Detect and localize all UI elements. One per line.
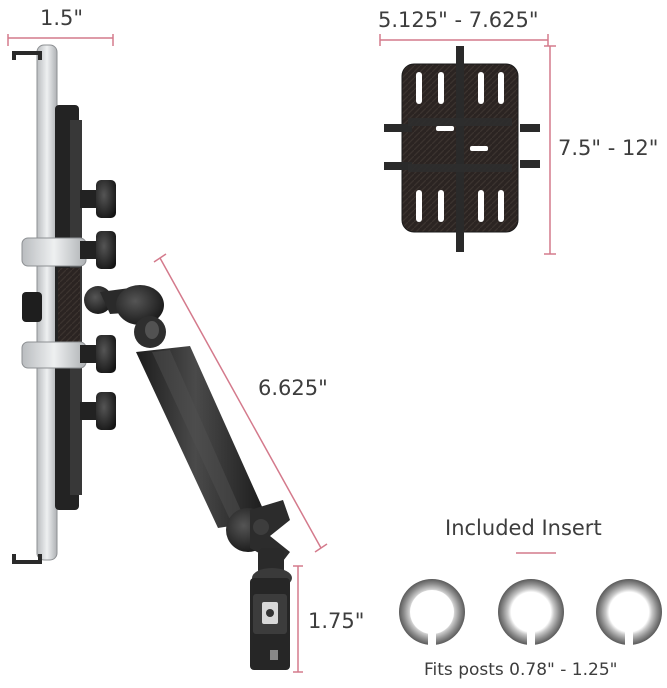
cradle-plate <box>384 46 540 252</box>
knob-icon <box>80 180 116 218</box>
plate-height-dimension <box>544 45 556 255</box>
clamp-depth-label: 1.5" <box>40 6 84 30</box>
post-clamp <box>250 578 290 670</box>
insert-fit-note: Fits posts 0.78" - 1.25" <box>424 660 618 680</box>
insert-ring-icon <box>498 579 564 648</box>
arm-length-label: 6.625" <box>258 376 328 400</box>
tablet-holder-side-view <box>12 44 87 564</box>
knob-icon <box>80 335 116 373</box>
plate-height-label: 7.5" - 12" <box>558 136 659 160</box>
tension-knobs <box>80 180 116 430</box>
insert-ring-icon <box>596 579 662 648</box>
plate-width-dimension <box>379 34 549 46</box>
knob-icon <box>80 231 116 269</box>
plate-width-label: 5.125" - 7.625" <box>378 8 539 32</box>
knob-icon <box>80 392 116 430</box>
extension-arm <box>84 285 292 588</box>
clamp-depth-dimension <box>7 34 114 46</box>
insert-title: Included Insert <box>445 516 602 540</box>
clamp-height-dimension <box>293 565 303 673</box>
arm-length-dimension <box>153 253 328 553</box>
insert-rings <box>399 579 662 648</box>
insert-ring-icon <box>399 579 465 648</box>
clamp-height-label: 1.75" <box>308 609 365 633</box>
